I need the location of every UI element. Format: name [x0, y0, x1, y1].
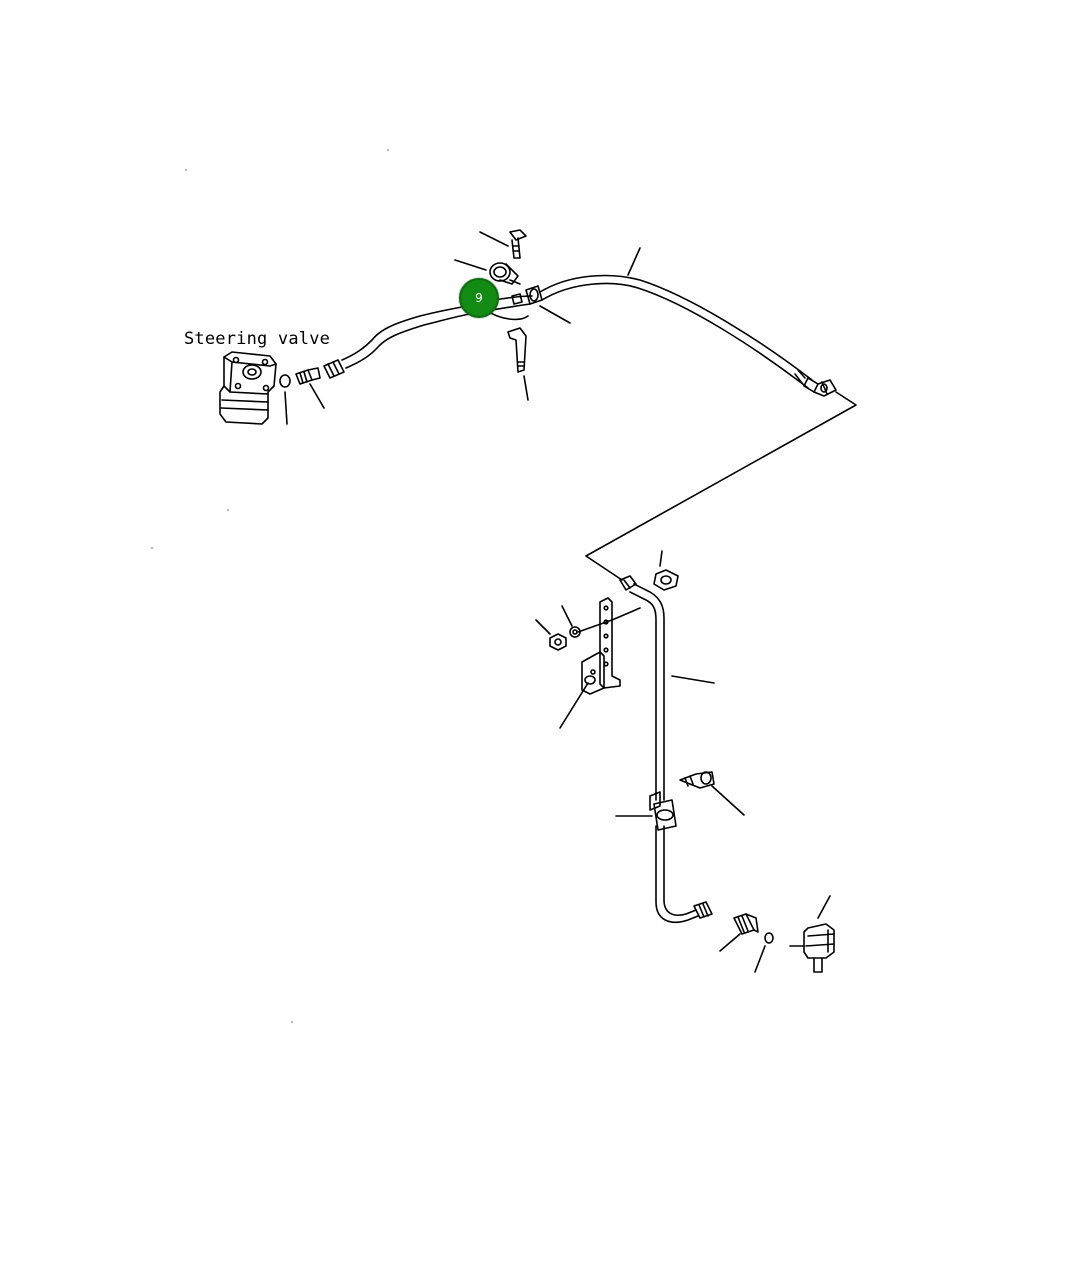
clamp-icon: [653, 569, 679, 591]
fitting-icon: [733, 913, 759, 935]
routing-line: [585, 391, 857, 581]
pressure-switch-icon: [789, 923, 835, 973]
steering-valve-icon: [219, 351, 277, 425]
bracket-icon: [507, 327, 527, 373]
clamp-icon: [649, 791, 677, 831]
callout-badge-9[interactable]: 9: [459, 278, 499, 318]
clamp-icon: [489, 262, 521, 285]
hose-icon: [619, 575, 713, 924]
steering-valve-label: Steering valve: [184, 329, 331, 349]
fitting-icon: [295, 367, 321, 385]
nut-icon: [549, 633, 567, 651]
bolt-icon: [584, 675, 596, 685]
hose-icon: [323, 274, 837, 397]
o-ring-icon: [764, 932, 774, 944]
washer-icon: [569, 626, 581, 638]
bolt-icon: [679, 771, 715, 789]
bolt-icon: [509, 229, 527, 259]
bracket-icon: [581, 597, 621, 695]
fitting-icon: [511, 285, 543, 305]
o-ring-icon: [279, 374, 291, 388]
